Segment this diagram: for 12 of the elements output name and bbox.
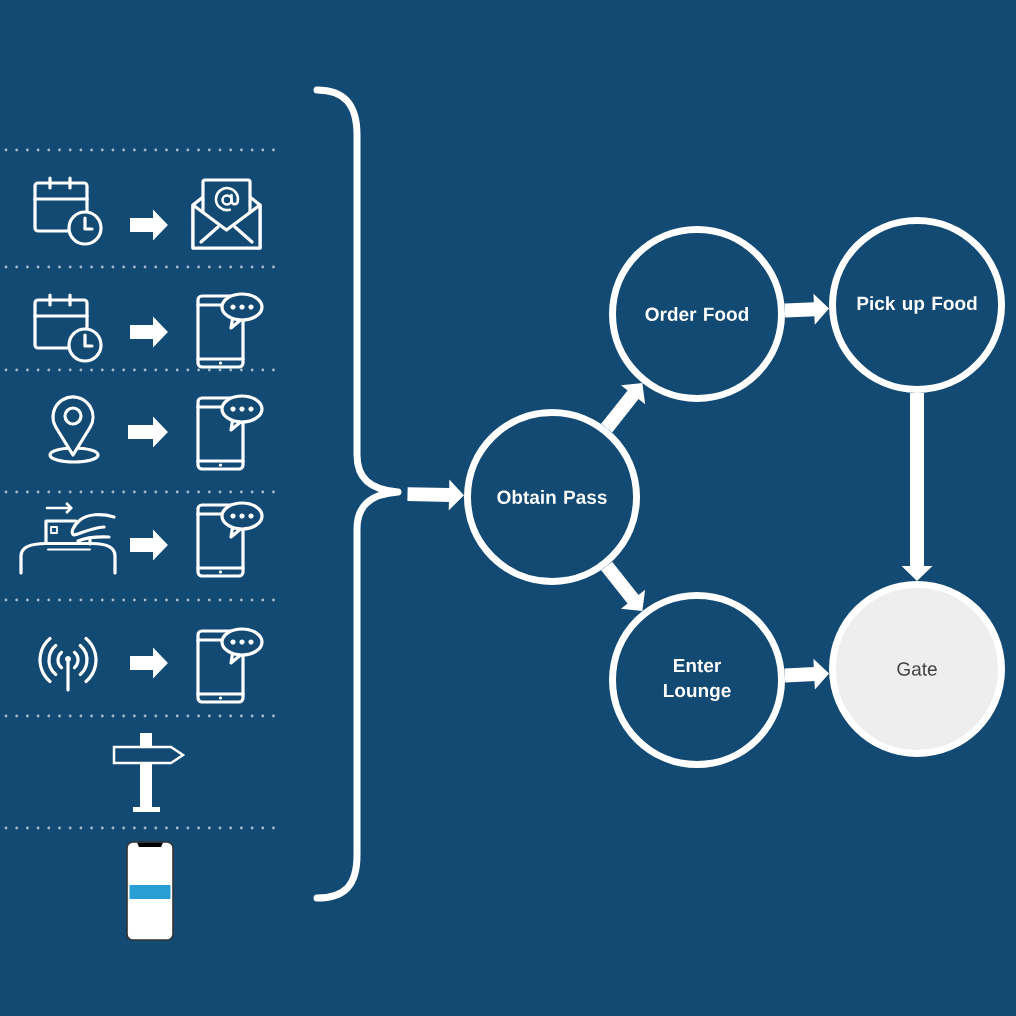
location-pin-icon	[48, 395, 100, 464]
phone-message-icon	[196, 501, 264, 578]
phone-message-icon	[196, 292, 264, 369]
phone-message-icon	[196, 627, 264, 704]
curly-brace	[313, 86, 402, 902]
calendar-clock-icon	[33, 176, 103, 246]
card-tap-icon	[19, 502, 117, 575]
wireless-signal-icon	[38, 636, 98, 692]
phone-message-icon	[196, 394, 264, 471]
arrow	[601, 561, 646, 611]
calendar-clock-icon	[33, 293, 103, 363]
email-icon	[191, 178, 262, 250]
